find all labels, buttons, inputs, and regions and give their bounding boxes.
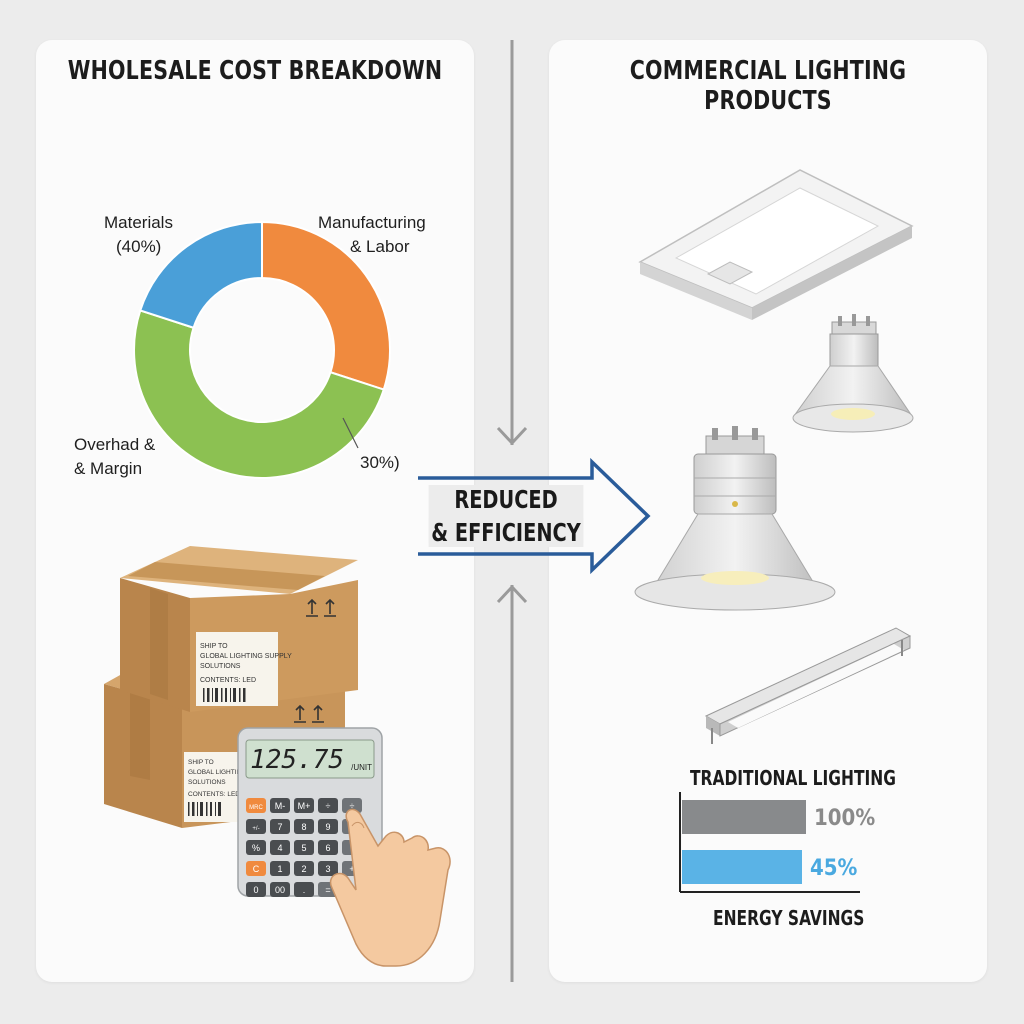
calculator-key[interactable] — [270, 882, 290, 897]
small-high-bay-light-icon — [792, 314, 914, 433]
calculator-key-label: M- — [275, 801, 286, 811]
calculator-key-label: 6 — [325, 843, 330, 853]
box-bottom-label-l2: GLOBAL LIGHTING — [188, 769, 246, 776]
calculator-key[interactable] — [318, 861, 338, 876]
box-top-label-l4: CONTENTS: LED — [200, 677, 256, 684]
label-materials: Materials — [104, 213, 173, 232]
large-high-bay-light-icon — [634, 426, 836, 611]
calculator-key-label: 4 — [277, 843, 282, 853]
pointing-hand-icon — [329, 808, 451, 967]
bar-value-traditional: 100% — [814, 806, 876, 831]
linear-strip-light-icon — [704, 627, 912, 744]
center-text-line2: & EFFICIENCY — [428, 518, 584, 547]
box-top-label-l1: SHIP TO — [200, 643, 228, 650]
energy-bar-1 — [682, 850, 802, 884]
calculator-key[interactable] — [246, 861, 266, 876]
energy-bar-0 — [682, 800, 806, 834]
donut-slice-overhad-margin — [133, 309, 385, 479]
label-margin: & Margin — [74, 459, 143, 478]
label-labor: & Labor — [350, 237, 410, 256]
calculator-key-label: C — [253, 864, 260, 874]
calculator-key[interactable] — [318, 819, 338, 834]
box-bottom-label-l4: CONTENTS: LED — [188, 791, 240, 798]
label-materials-pct: (40%) — [116, 237, 162, 256]
calculator-key[interactable] — [246, 798, 266, 813]
energy-chart-bottom-label: ENERGY SAVINGS — [713, 906, 865, 930]
label-manufacturing: Manufacturing — [318, 213, 426, 232]
calculator-display-value: 125.75 — [250, 745, 344, 775]
box-bottom-label-l1: SHIP TO — [188, 759, 214, 766]
calculator-key-label: 9 — [325, 822, 330, 832]
bar-value-led: 45% — [810, 856, 858, 881]
calculator-key[interactable] — [318, 840, 338, 855]
shipping-box-top-icon — [120, 546, 358, 712]
calculator-key-label: . — [303, 885, 306, 895]
box-top-label-l2: GLOBAL LIGHTING SUPPLY — [200, 653, 292, 660]
calculator-key-label: 7 — [277, 822, 282, 832]
calculator-key-label: ÷ — [350, 801, 355, 811]
box-bottom-label-l3: SOLUTIONS — [188, 779, 226, 786]
calculator-key-label: 5 — [301, 843, 306, 853]
right-panel-title: COMMERCIAL LIGHTING PRODUCTS — [629, 56, 907, 116]
left-panel-title: WHOLESALE COST BREAKDOWN — [67, 56, 443, 86]
energy-bars — [682, 800, 806, 884]
calculator-key-label: M+ — [298, 801, 311, 811]
calculator-key[interactable] — [342, 798, 362, 813]
donut-slice-materials — [139, 220, 263, 330]
calculator-key[interactable] — [270, 798, 290, 813]
calculator-key[interactable] — [270, 819, 290, 834]
calculator-key-label: +/- — [252, 826, 259, 832]
calculator-key-label: ÷ — [326, 801, 331, 811]
calculator-key-label: MRC — [249, 805, 263, 811]
calculator-key[interactable] — [318, 798, 338, 813]
calculator-key-label: 3 — [325, 864, 330, 874]
calculator-key[interactable] — [294, 861, 314, 876]
calculator-key-label: 1 — [277, 864, 282, 874]
calculator-key[interactable] — [246, 840, 266, 855]
calculator-key[interactable] — [246, 819, 266, 834]
calculator-key-label: % — [252, 843, 260, 853]
calculator-key-label: + — [349, 864, 354, 874]
calculator-display-unit: /UNIT — [351, 763, 372, 772]
calculator-key-label: = — [325, 885, 330, 895]
box-top-label-l3: SOLUTIONS — [200, 663, 241, 670]
calculator-key[interactable] — [294, 882, 314, 897]
calculator-key-label: 00 — [275, 885, 285, 895]
calculator-key[interactable] — [270, 861, 290, 876]
calculator-key[interactable] — [270, 840, 290, 855]
label-overhead: Overhad & — [74, 435, 156, 454]
this-side-up-icon — [294, 704, 324, 723]
calculator-key[interactable] — [294, 798, 314, 813]
donut-slice-manufacturing-labor — [261, 220, 391, 391]
calculator-key[interactable] — [294, 840, 314, 855]
calculator-key[interactable] — [294, 819, 314, 834]
energy-chart-top-label: TRADITIONAL LIGHTING — [690, 766, 896, 790]
calculator-key[interactable] — [246, 882, 266, 897]
calculator-key-label: 0 — [253, 885, 258, 895]
calculator-key-label: 8 — [301, 822, 306, 832]
panel-light-icon — [638, 169, 914, 320]
calculator-key-label: 2 — [301, 864, 306, 874]
label-30-pct: 30%) — [360, 453, 400, 472]
barcode-icon — [188, 802, 221, 816]
